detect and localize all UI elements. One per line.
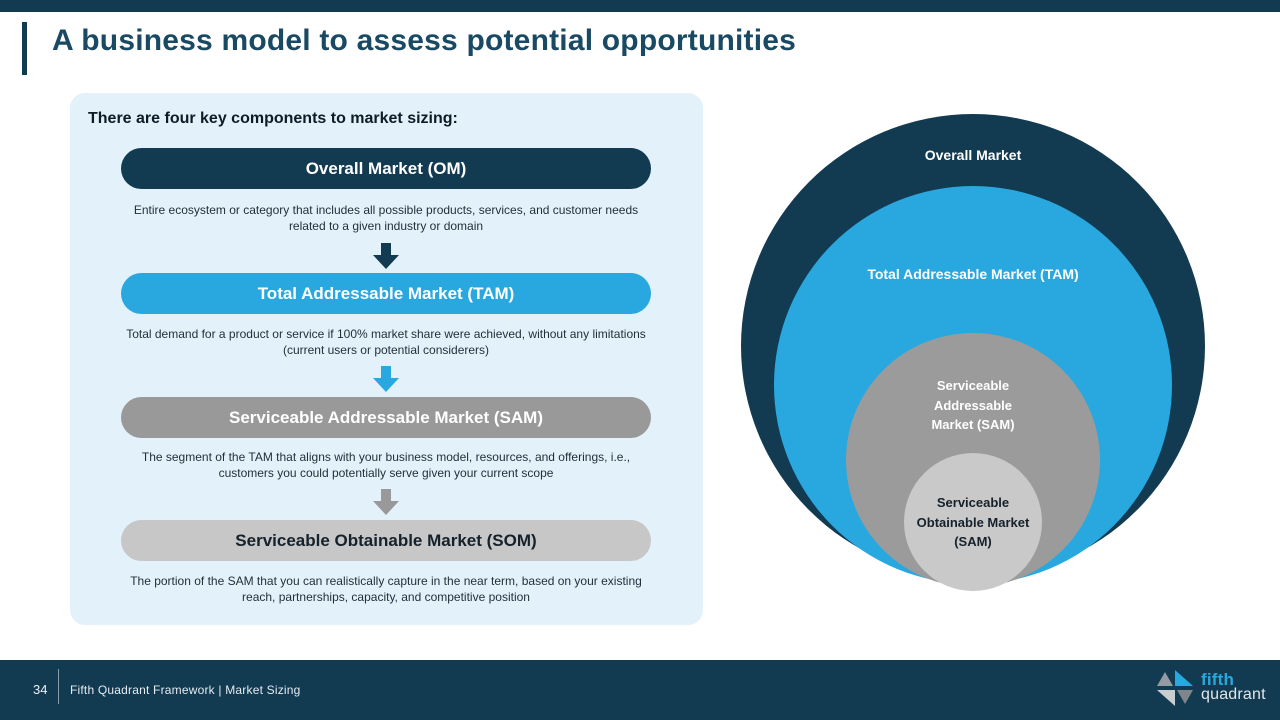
- panel-heading: There are four key components to market …: [88, 110, 458, 127]
- down-arrow-icon: [373, 366, 399, 392]
- circle-serviceable-obtainable-market: [904, 453, 1042, 591]
- pill-serviceable-addressable-market-label: Serviceable Addressable Market (SAM): [229, 407, 543, 427]
- footer-divider: [58, 669, 59, 704]
- pill-serviceable-obtainable-market: Serviceable Obtainable Market (SOM): [121, 520, 651, 561]
- pill-total-addressable-market-label: Total Addressable Market (TAM): [257, 283, 515, 303]
- logo-text-quadrant: quadrant: [1201, 686, 1266, 703]
- circle-label-serviceable-addressable-market: Serviceable Addressable Market (SAM): [931, 378, 1015, 432]
- pill-serviceable-obtainable-market-label: Serviceable Obtainable Market (SOM): [235, 530, 537, 550]
- pill-overall-market: Overall Market (OM): [121, 148, 651, 189]
- pinwheel-icon: [1157, 670, 1193, 706]
- circle-label-overall-market: Overall Market: [924, 147, 1022, 163]
- serviceable-addressable-market-description: The segment of the TAM that aligns with …: [141, 450, 631, 480]
- venn-diagram: Overall Market Total Addressable Market …: [720, 100, 1230, 610]
- footer-bar: [0, 660, 1280, 720]
- page-number: 34: [33, 682, 48, 697]
- footer-text: Fifth Quadrant Framework | Market Sizing: [70, 683, 301, 697]
- serviceable-obtainable-market-description: The portion of the SAM that you can real…: [130, 574, 642, 604]
- logo-text-fifth: fifth: [1201, 670, 1235, 689]
- top-bar: [0, 0, 1280, 12]
- fifth-quadrant-logo: fifth quadrant: [1155, 668, 1266, 710]
- concentric-circles: [741, 114, 1205, 591]
- total-addressable-market-description: Total demand for a product or service if…: [126, 327, 646, 357]
- pill-overall-market-label: Overall Market (OM): [305, 158, 467, 178]
- down-arrow-icon: [373, 243, 399, 269]
- circle-label-serviceable-obtainable-market: Serviceable Obtainable Market (SAM): [916, 495, 1030, 549]
- down-arrow-icon: [373, 489, 399, 515]
- market-sizing-panel: There are four key components to market …: [70, 93, 703, 625]
- pill-serviceable-addressable-market: Serviceable Addressable Market (SAM): [121, 397, 651, 438]
- page-title: A business model to assess potential opp…: [52, 24, 797, 57]
- title-row: A business model to assess potential opp…: [0, 12, 1280, 87]
- overall-market-description: Entire ecosystem or category that includ…: [133, 203, 639, 233]
- pill-total-addressable-market: Total Addressable Market (TAM): [121, 273, 651, 314]
- circle-label-total-addressable-market: Total Addressable Market (TAM): [867, 266, 1079, 282]
- title-accent-bar: [22, 22, 27, 75]
